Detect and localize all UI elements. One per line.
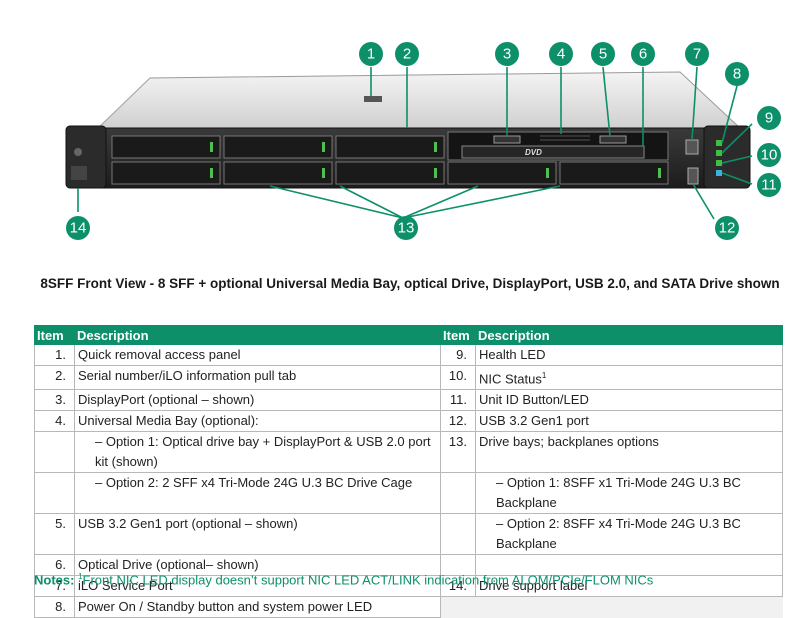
table-row: 4. Universal Media Bay (optional): 12. U…: [34, 410, 783, 433]
empty-cell: [440, 596, 783, 618]
callout-1: 1: [359, 42, 383, 66]
item-description: Quick removal access panel: [74, 344, 441, 366]
svg-text:1: 1: [367, 46, 375, 63]
table-row: 2. Serial number/iLO information pull ta…: [34, 364, 783, 391]
item-number: 2.: [34, 364, 75, 391]
item-description: Drive bays; backplanes options: [475, 431, 783, 474]
item-description: Drive support label: [475, 575, 783, 598]
notes-text: Front NIC LED display doesn’t support NI…: [82, 572, 654, 588]
item-description: Unit ID Button/LED: [475, 389, 783, 412]
svg-text:6: 6: [639, 46, 647, 63]
header-item-right: Item: [440, 325, 476, 345]
item-description: NIC Status1: [475, 364, 783, 391]
item-description: USB 3.2 Gen1 port: [475, 410, 783, 433]
item-number: 13.: [440, 431, 476, 474]
header-description-right: Description: [475, 325, 783, 345]
optical-drive: [461, 145, 645, 159]
svg-text:7: 7: [693, 46, 701, 63]
table-row: 1. Quick removal access panel 9. Health …: [34, 344, 783, 366]
callout-3: 3: [495, 42, 519, 66]
item-description: – Option 2: 2 SFF x4 Tri-Mode 24G U.3 BC…: [74, 472, 441, 515]
dvd-label: DVD: [525, 148, 542, 157]
display-port: [493, 135, 521, 144]
item-description: – Option 1: Optical drive bay + DisplayP…: [74, 431, 441, 474]
table-row: 8. Power On / Standby button and system …: [34, 596, 783, 618]
server-front-view-figure: DVD 1 2 3 4 5 6 7 8 9 1: [65, 42, 781, 240]
power-button: [716, 140, 722, 146]
table-row: 5. USB 3.2 Gen1 port (optional – shown) …: [34, 513, 783, 556]
nic-status-text: NIC Status: [479, 371, 542, 387]
svg-text:14: 14: [70, 220, 87, 237]
item-number: [440, 472, 476, 515]
callout-8: 8: [725, 62, 749, 86]
svg-text:2: 2: [403, 46, 411, 63]
nic-status-led: [716, 160, 722, 166]
table-row: – Option 1: Optical drive bay + DisplayP…: [34, 431, 783, 474]
item-description: Universal Media Bay (optional):: [74, 410, 441, 433]
health-led: [716, 150, 722, 156]
callout-7: 7: [685, 42, 709, 66]
callout-13: 13: [394, 216, 418, 240]
notes-footnote-mark: 1: [78, 572, 83, 581]
svg-text:3: 3: [503, 46, 511, 63]
item-description-table: Item Description Item Description 1. Qui…: [34, 325, 783, 618]
right-rack-ear: [703, 125, 751, 189]
item-number: 3.: [34, 389, 75, 412]
table-header-row: Item Description Item Description: [34, 325, 783, 345]
item-number: 12.: [440, 410, 476, 433]
item-description: – Option 2: 8SFF x4 Tri-Mode 24G U.3 BC …: [475, 513, 783, 556]
ilo-service-port: [685, 139, 699, 155]
notes-label: Notes:: [34, 572, 75, 588]
item-number: 8.: [34, 596, 75, 618]
header-description-left: Description: [74, 325, 441, 345]
item-description: Health LED: [475, 344, 783, 366]
callout-10: 10: [757, 143, 781, 167]
callout-2: 2: [395, 42, 419, 66]
table-row: – Option 2: 2 SFF x4 Tri-Mode 24G U.3 BC…: [34, 472, 783, 515]
svg-text:5: 5: [599, 46, 607, 63]
svg-text:11: 11: [761, 177, 777, 194]
header-item-left: Item: [34, 325, 75, 345]
callout-9: 9: [757, 106, 781, 130]
item-number: 1.: [34, 344, 75, 366]
figure-caption: 8SFF Front View - 8 SFF + optional Unive…: [40, 276, 780, 291]
usb-port-front: [599, 135, 627, 144]
callout-11: 11: [757, 173, 781, 197]
item-number: [34, 472, 75, 515]
svg-text:8: 8: [733, 66, 741, 83]
drive-bays: [111, 135, 669, 185]
svg-text:13: 13: [398, 220, 415, 237]
svg-text:10: 10: [761, 147, 778, 164]
item-number: 5.: [34, 513, 75, 556]
uid-led: [716, 170, 722, 176]
usb-port-right: [687, 167, 699, 185]
item-number: 11.: [440, 389, 476, 412]
table-row: 3. DisplayPort (optional – shown) 11. Un…: [34, 389, 783, 412]
callout-12: 12: [715, 216, 739, 240]
svg-text:9: 9: [765, 110, 773, 127]
item-description: Power On / Standby button and system pow…: [74, 596, 441, 618]
item-description: DisplayPort (optional – shown): [74, 389, 441, 412]
item-description: USB 3.2 Gen1 port (optional – shown): [74, 513, 441, 556]
item-number: [440, 513, 476, 556]
callout-4: 4: [549, 42, 573, 66]
footnote-mark: 1: [541, 371, 547, 380]
item-number: 9.: [440, 344, 476, 366]
callout-leaders: [77, 66, 753, 220]
callout-6: 6: [631, 42, 655, 66]
callout-5: 5: [591, 42, 615, 66]
item-number: 10.: [440, 364, 476, 391]
notes: Notes: 1Front NIC LED display doesn’t su…: [34, 572, 653, 587]
item-number: 4.: [34, 410, 75, 433]
item-description: – Option 1: 8SFF x1 Tri-Mode 24G U.3 BC …: [475, 472, 783, 515]
callout-14: 14: [66, 216, 90, 240]
table-row: 7. iLO Service Port 14. Drive support la…: [34, 575, 783, 598]
svg-text:4: 4: [557, 46, 565, 63]
item-description: Serial number/iLO information pull tab: [74, 364, 441, 391]
pull-handle: [364, 96, 382, 102]
item-number: [34, 431, 75, 474]
svg-text:12: 12: [719, 220, 736, 237]
